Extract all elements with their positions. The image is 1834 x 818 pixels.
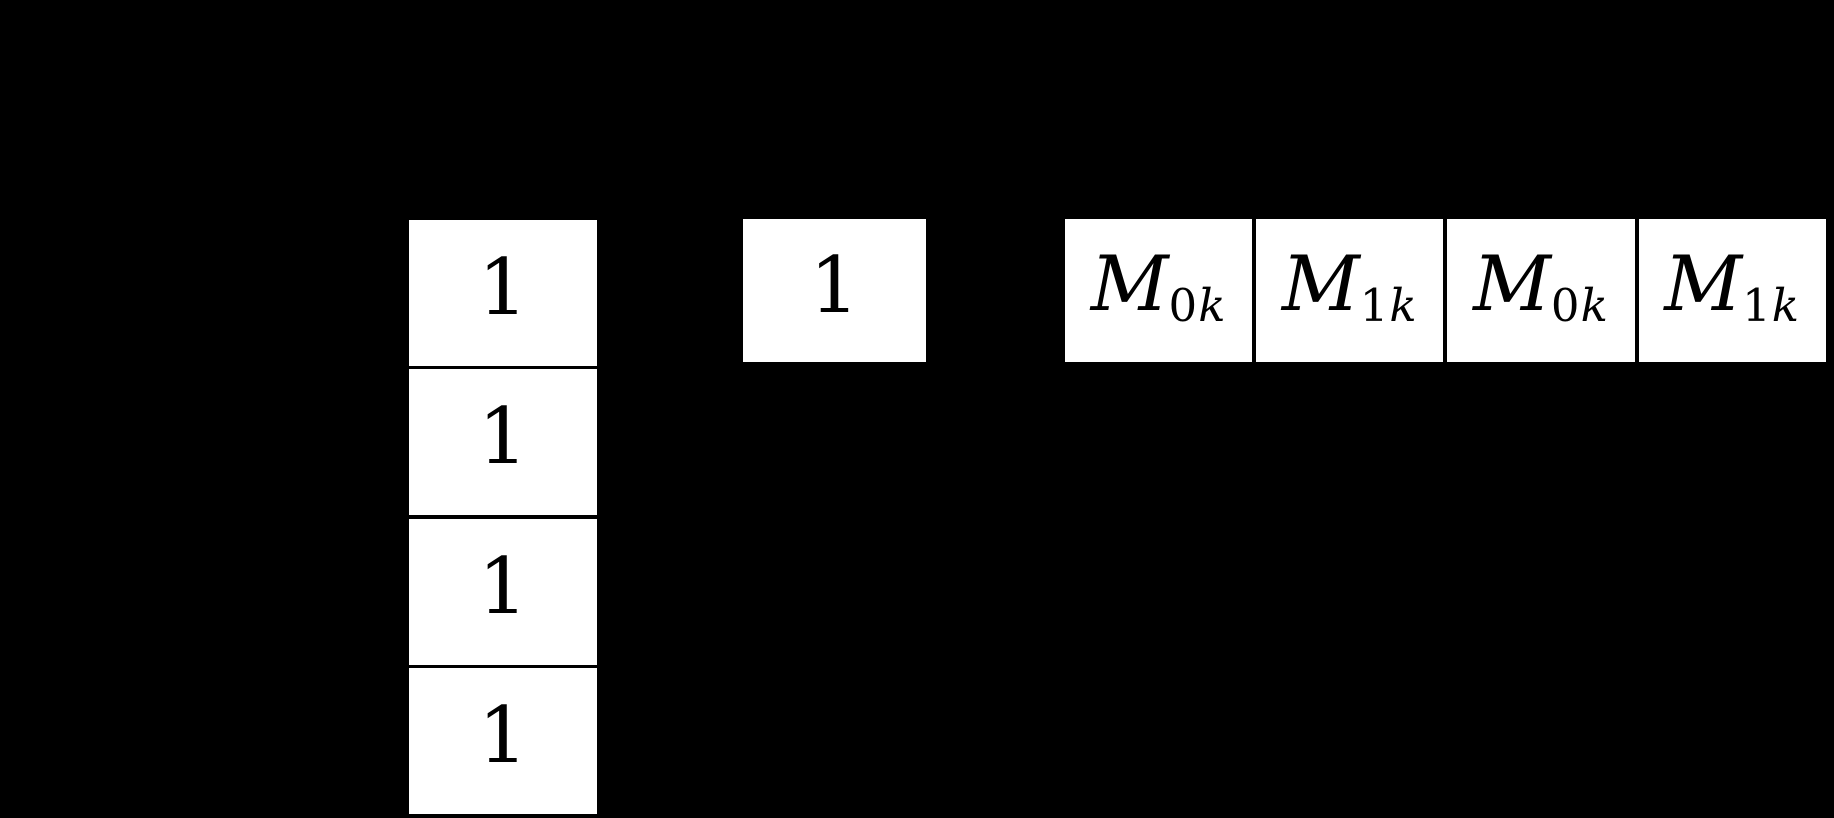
- column-vector: 1 1 1 1: [409, 220, 597, 814]
- row-vector: M0k M1k M0k M1k: [1065, 219, 1826, 362]
- row-vector-cell-2: M1k: [1256, 219, 1444, 362]
- column-vector-cell-2: 1: [409, 369, 597, 516]
- row-vector-cell-3: M0k: [1447, 219, 1635, 362]
- column-vector-cell-3: 1: [409, 518, 597, 665]
- column-vector-cell-4: 1: [409, 667, 597, 814]
- matrix-term: M0k: [1091, 245, 1227, 328]
- matrix-subscript: 0k: [1168, 278, 1227, 332]
- matrix-term: M1k: [1282, 245, 1418, 328]
- row-vector-cell-4: M1k: [1638, 219, 1826, 362]
- matrix-term: M0k: [1473, 245, 1609, 328]
- cell-value: 1: [478, 243, 528, 333]
- matrix-subscript: 1k: [1359, 278, 1418, 332]
- matrix-symbol: M: [1664, 238, 1743, 328]
- cell-value: 1: [478, 392, 528, 483]
- matrix-symbol: M: [1473, 238, 1551, 328]
- matrix-subscript: 1k: [1742, 278, 1801, 332]
- matrix-symbol: M: [1090, 238, 1169, 328]
- cell-value: 1: [478, 690, 528, 781]
- scalar-cell: 1: [743, 219, 926, 362]
- matrix-subscript: 0k: [1550, 278, 1609, 332]
- cell-value: 1: [478, 541, 528, 632]
- column-vector-cell-1: 1: [409, 220, 597, 366]
- matrix-term: M1k: [1664, 245, 1800, 328]
- cell-value: 1: [809, 240, 860, 331]
- matrix-symbol: M: [1281, 238, 1360, 328]
- row-vector-cell-1: M0k: [1065, 219, 1253, 362]
